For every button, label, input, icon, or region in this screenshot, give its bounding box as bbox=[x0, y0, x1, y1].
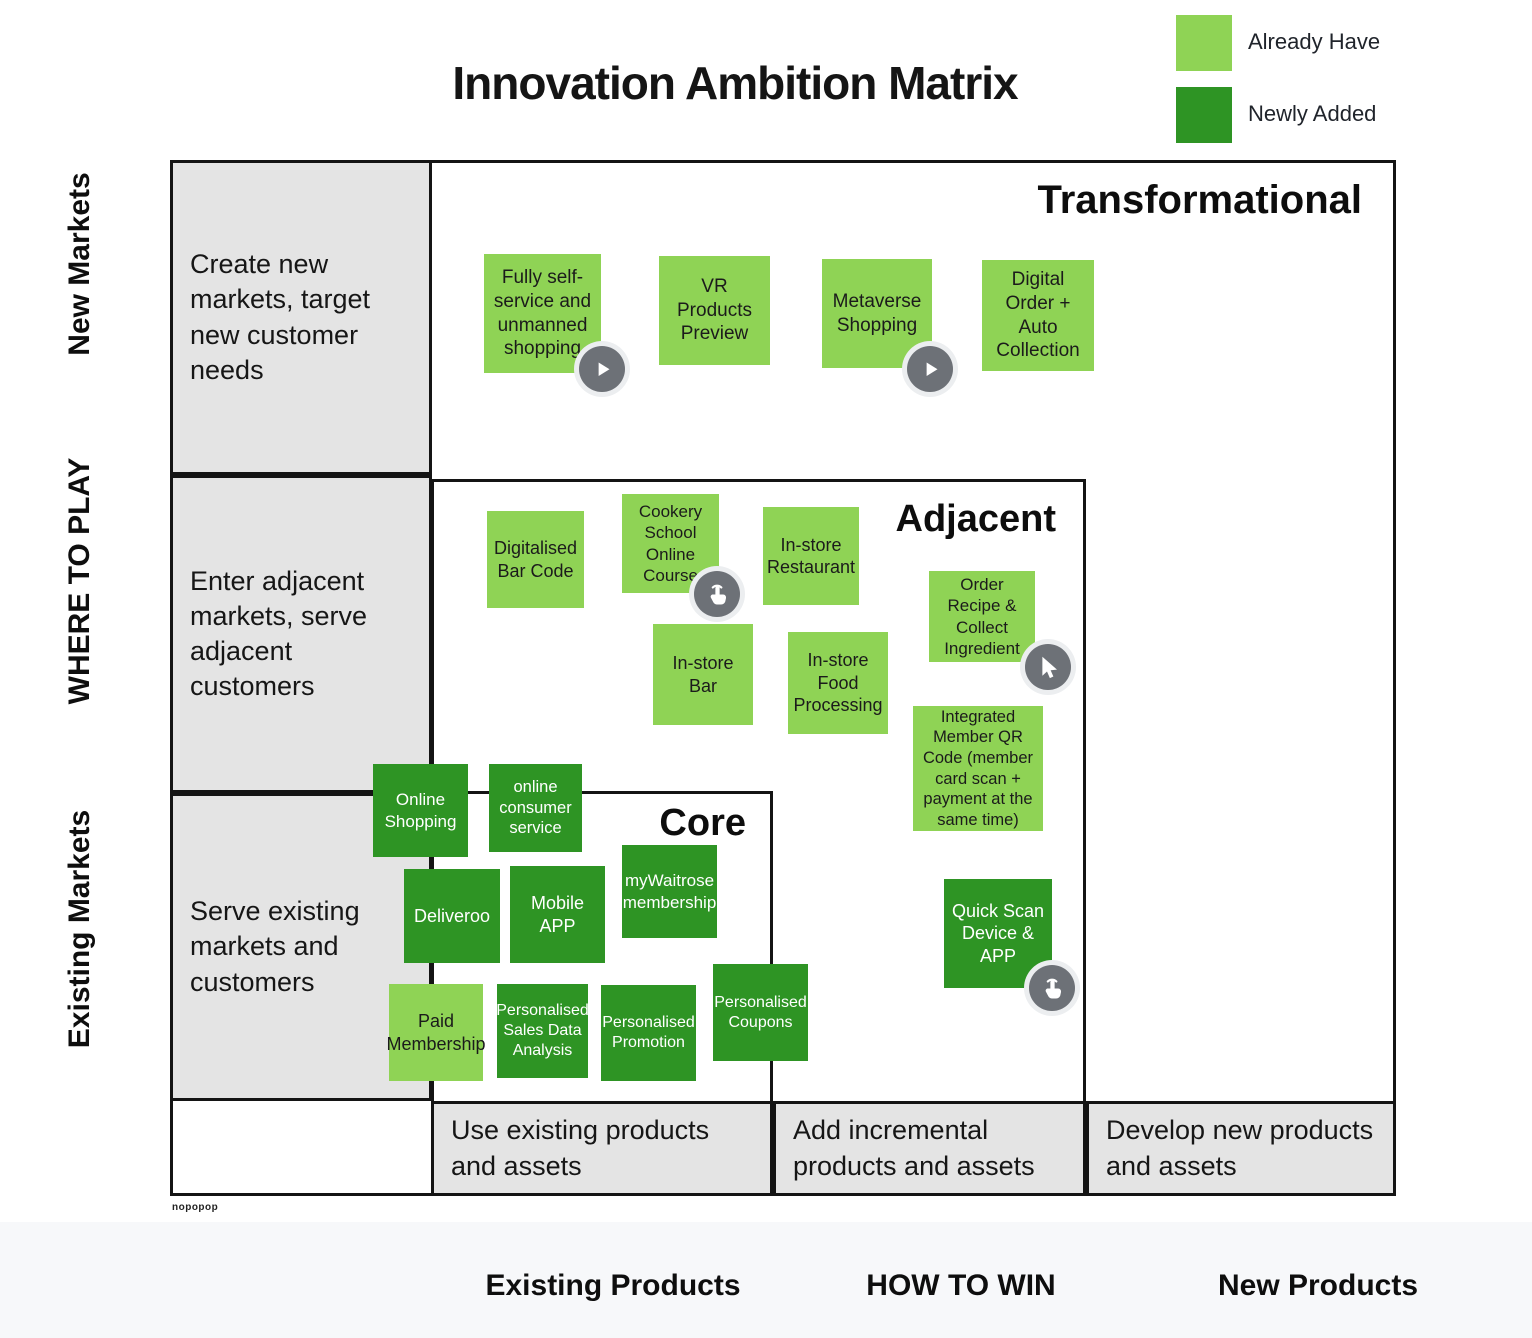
axis-title-where-to-play: WHERE TO PLAY bbox=[63, 457, 96, 705]
page-title: Innovation Ambition Matrix bbox=[452, 57, 1018, 109]
zone-label-core: Core bbox=[659, 802, 746, 844]
sticky-note-text: myWaitrose membership bbox=[622, 871, 717, 912]
sticky-note-in-store-restaurant[interactable]: In-store Restaurant bbox=[763, 507, 859, 605]
sticky-note-digital-order-auto-collection[interactable]: Digital Order + Auto Collection bbox=[982, 260, 1094, 371]
sticky-note-personalised-promotion[interactable]: Personalised Promotion bbox=[601, 985, 696, 1081]
sticky-note-text: VR Products Preview bbox=[677, 275, 752, 345]
sticky-note-digitalised-bar-code[interactable]: Digitalised Bar Code bbox=[487, 511, 584, 608]
cursor-icon[interactable] bbox=[1025, 644, 1071, 690]
legend-label-newly-added: Newly Added bbox=[1248, 101, 1377, 126]
axis-label-existing-products: Existing Products bbox=[485, 1269, 741, 1302]
sticky-note-quick-scan-device-app[interactable]: Quick Scan Device & APP bbox=[944, 879, 1052, 988]
watermark: nopopop bbox=[172, 1202, 219, 1213]
sticky-note-text: Personalised Sales Data Analysis bbox=[496, 1002, 589, 1059]
sticky-note-text: online consumer service bbox=[499, 778, 572, 838]
zone-label-transformational: Transformational bbox=[1037, 178, 1362, 222]
sticky-note-personalised-coupons[interactable]: Personalised Coupons bbox=[713, 964, 808, 1061]
sticky-note-in-store-bar[interactable]: In-store Bar bbox=[653, 624, 753, 725]
sticky-note-fully-self-service-unmanned-shopping[interactable]: Fully self-service and unmanned shopping bbox=[484, 254, 601, 373]
bottom-background-band bbox=[0, 1222, 1532, 1338]
play-icon[interactable] bbox=[907, 346, 953, 392]
sticky-note-text: Online Shopping bbox=[384, 790, 457, 831]
sticky-note-paid-membership[interactable]: Paid Membership bbox=[386, 984, 486, 1081]
sticky-note-metaverse-shopping[interactable]: Metaverse Shopping bbox=[822, 259, 932, 368]
sticky-note-text: Digital Order + Auto Collection bbox=[996, 269, 1080, 362]
sticky-note-text: Personalised Coupons bbox=[714, 993, 807, 1031]
sticky-note-order-recipe-collect-ingredient[interactable]: Order Recipe & Collect Ingredient bbox=[929, 571, 1035, 662]
axis-label-existing-markets: Existing Markets bbox=[63, 809, 96, 1049]
sticky-note-text: Quick Scan Device & APP bbox=[951, 900, 1045, 966]
sticky-note-text: Cookery School Online Course bbox=[638, 502, 703, 585]
legend-swatch-already-have bbox=[1176, 15, 1232, 71]
sticky-note-text: Metaverse Shopping bbox=[832, 290, 922, 336]
sticky-note-text: In-store Bar bbox=[672, 653, 734, 696]
row-description-create-new-markets: Create new markets, target new customer … bbox=[170, 160, 432, 475]
sticky-note-text: Personalised Promotion bbox=[602, 1014, 695, 1051]
sticky-note-vr-products-preview[interactable]: VR Products Preview bbox=[659, 256, 770, 365]
tap-icon[interactable] bbox=[694, 571, 740, 617]
axis-label-new-markets: New Markets bbox=[63, 172, 96, 356]
sticky-note-mobile-app[interactable]: Mobile APP bbox=[510, 866, 605, 963]
sticky-note-online-shopping[interactable]: Online Shopping bbox=[373, 764, 468, 857]
legend-label-already-have: Already Have bbox=[1248, 29, 1381, 54]
sticky-note-text: Deliveroo bbox=[413, 905, 491, 926]
column-description-use-existing: Use existing products and assets bbox=[431, 1101, 773, 1196]
sticky-note-text: Paid Membership bbox=[386, 1011, 486, 1054]
sticky-note-text: Fully self-service and unmanned shopping bbox=[493, 267, 592, 360]
sticky-note-text: In-store Restaurant bbox=[766, 534, 856, 578]
sticky-note-in-store-food-processing[interactable]: In-store Food Processing bbox=[788, 632, 888, 734]
axis-title-how-to-win: HOW TO WIN bbox=[866, 1269, 1056, 1302]
sticky-note-text: In-store Food Processing bbox=[793, 650, 883, 716]
sticky-note-text: Digitalised Bar Code bbox=[493, 538, 578, 581]
sticky-note-online-consumer-service[interactable]: online consumer service bbox=[489, 764, 582, 852]
sticky-note-integrated-member-qr-code[interactable]: Integrated Member QR Code (member card s… bbox=[913, 706, 1043, 831]
zone-label-adjacent: Adjacent bbox=[895, 498, 1056, 540]
sticky-note-text: Mobile APP bbox=[530, 893, 585, 936]
sticky-note-mywaitrose-membership[interactable]: myWaitrose membership bbox=[622, 845, 717, 938]
legend-swatch-newly-added bbox=[1176, 87, 1232, 143]
sticky-note-text: Integrated Member QR Code (member card s… bbox=[922, 707, 1034, 829]
play-icon[interactable] bbox=[579, 346, 625, 392]
sticky-note-personalised-sales-data-analysis[interactable]: Personalised Sales Data Analysis bbox=[496, 984, 589, 1078]
sticky-note-deliveroo[interactable]: Deliveroo bbox=[404, 869, 500, 963]
row-description-enter-adjacent-markets: Enter adjacent markets, serve adjacent c… bbox=[170, 475, 432, 793]
tap-icon[interactable] bbox=[1029, 965, 1075, 1011]
column-description-add-incremental: Add incremental products and assets bbox=[773, 1101, 1086, 1196]
axis-label-new-products: New Products bbox=[1217, 1269, 1419, 1302]
sticky-note-text: Order Recipe & Collect Ingredient bbox=[944, 575, 1020, 658]
column-description-develop-new: Develop new products and assets bbox=[1086, 1101, 1396, 1196]
